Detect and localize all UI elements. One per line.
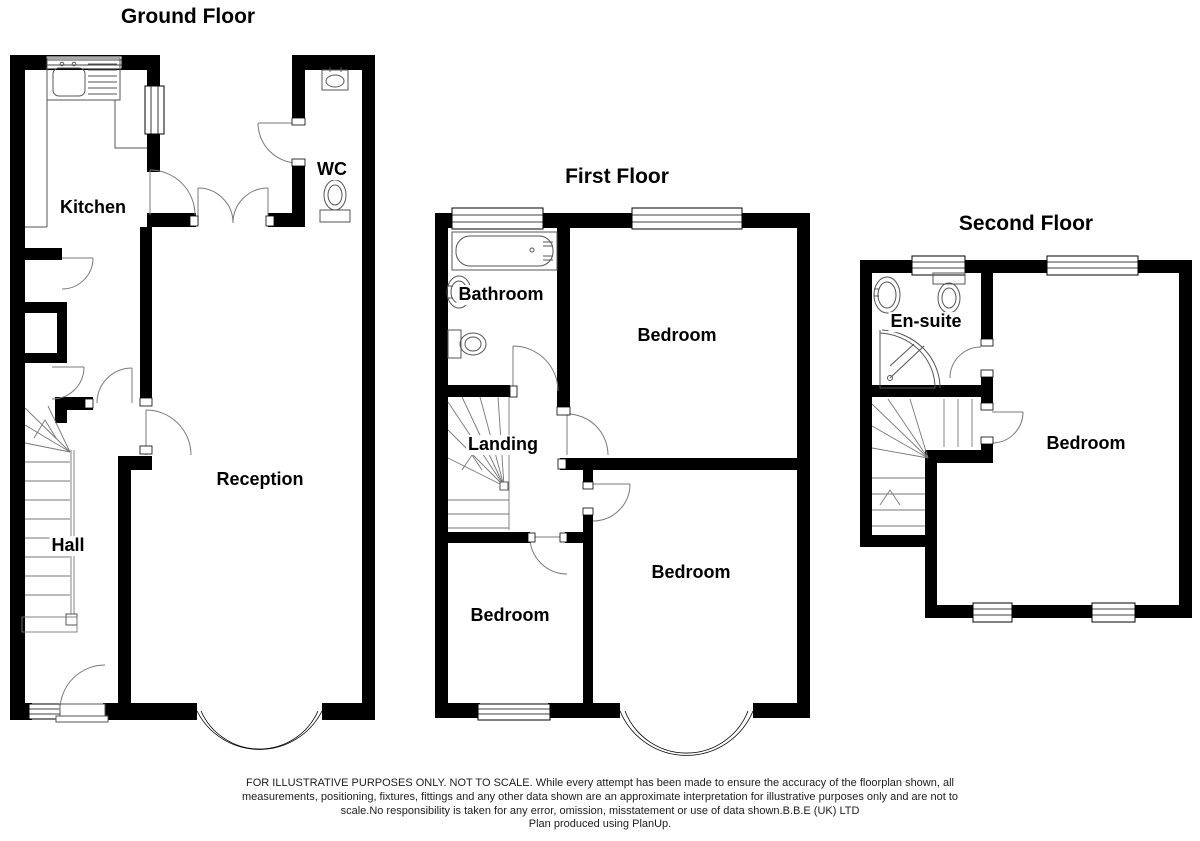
ground-walls — [10, 55, 375, 720]
bedroom-middle-window — [477, 703, 551, 721]
ground-doors — [51, 122, 299, 723]
second-windows — [911, 255, 1139, 623]
wc-toilet — [319, 179, 351, 223]
shower-icon — [879, 329, 941, 389]
bedroom-middle-door-arc — [529, 536, 568, 575]
second-jambs — [980, 338, 994, 445]
first-bay-window — [619, 710, 754, 756]
room-label-bedroom-middle: Bedroom — [468, 605, 552, 626]
bedroom-bottom-window-left — [972, 602, 1013, 623]
first-floor-title: First Floor — [563, 165, 671, 189]
room-label-bathroom: Bathroom — [456, 284, 546, 305]
bedroom-back-door-arc — [592, 483, 631, 522]
room-label-bedroom-second: Bedroom — [1044, 433, 1128, 454]
second-stairs — [871, 398, 973, 527]
room-label-bedroom-front: Bedroom — [635, 325, 719, 346]
disclaimer-line-2: measurements, positioning, fixtures, fit… — [241, 790, 958, 803]
cupboard-door-arc — [61, 257, 94, 290]
room-label-kitchen: Kitchen — [57, 197, 129, 218]
ensuite-window — [911, 255, 966, 276]
bathroom-toilet — [447, 329, 487, 359]
hall-door-arc — [96, 367, 133, 404]
disclaimer-line-1: FOR ILLUSTRATIVE PURPOSES ONLY. NOT TO S… — [246, 777, 954, 789]
first-doors — [512, 345, 631, 575]
landing-stairs — [447, 396, 510, 530]
ground-floor-plan — [10, 55, 375, 750]
room-label-wc: WC — [315, 159, 349, 180]
bedroom-front-window — [631, 207, 743, 230]
first-jambs — [509, 385, 594, 543]
room-label-hall: Hall — [49, 535, 87, 556]
first-floor-plan — [435, 207, 810, 756]
second-bedroom-door-arc — [991, 411, 1024, 444]
ground-jambs — [84, 117, 306, 455]
second-floor-plan — [860, 255, 1192, 623]
kitchen-door-arc — [149, 169, 196, 216]
wc-basin — [321, 67, 349, 91]
disclaimer-line-3: scale.No responsibility is taken for any… — [340, 804, 860, 817]
ensuite-toilet — [932, 272, 966, 314]
second-floor-title: Second Floor — [956, 212, 1096, 236]
disclaimer-line-4: Plan produced using PlanUp. — [528, 818, 672, 831]
first-windows — [451, 207, 754, 756]
bathroom-window — [451, 207, 544, 230]
understairs-door-arc — [51, 366, 85, 400]
bathtub-icon — [451, 231, 558, 271]
wc-door-arc — [257, 122, 299, 164]
kitchen-side-window — [144, 85, 165, 135]
room-label-ensuite: En-suite — [888, 311, 964, 332]
kitchen-counter — [25, 100, 147, 228]
first-walls — [435, 213, 810, 718]
bay-window — [196, 710, 323, 750]
second-doors — [949, 346, 1024, 444]
room-label-reception: Reception — [214, 469, 306, 490]
bedroom-front-door-arc — [566, 413, 609, 456]
bathroom-door-arc — [512, 345, 559, 392]
disclaimer: FOR ILLUSTRATIVE PURPOSES ONLY. NOT TO S… — [0, 777, 1200, 832]
reception-door-arc — [145, 409, 192, 456]
kitchen-window — [45, 55, 123, 70]
ground-floor-title: Ground Floor — [118, 5, 258, 29]
bedroom-top-window — [1046, 255, 1139, 276]
ensuite-basin — [873, 276, 901, 314]
front-door — [55, 664, 109, 723]
bedroom-bottom-window-right — [1091, 602, 1136, 623]
french-doors-arc — [197, 187, 269, 225]
room-label-landing: Landing — [466, 434, 540, 455]
room-label-bedroom-back: Bedroom — [649, 562, 733, 583]
hall-stairs — [21, 405, 78, 633]
kitchen-sink — [46, 57, 121, 101]
ensuite-door-arc — [949, 346, 982, 379]
